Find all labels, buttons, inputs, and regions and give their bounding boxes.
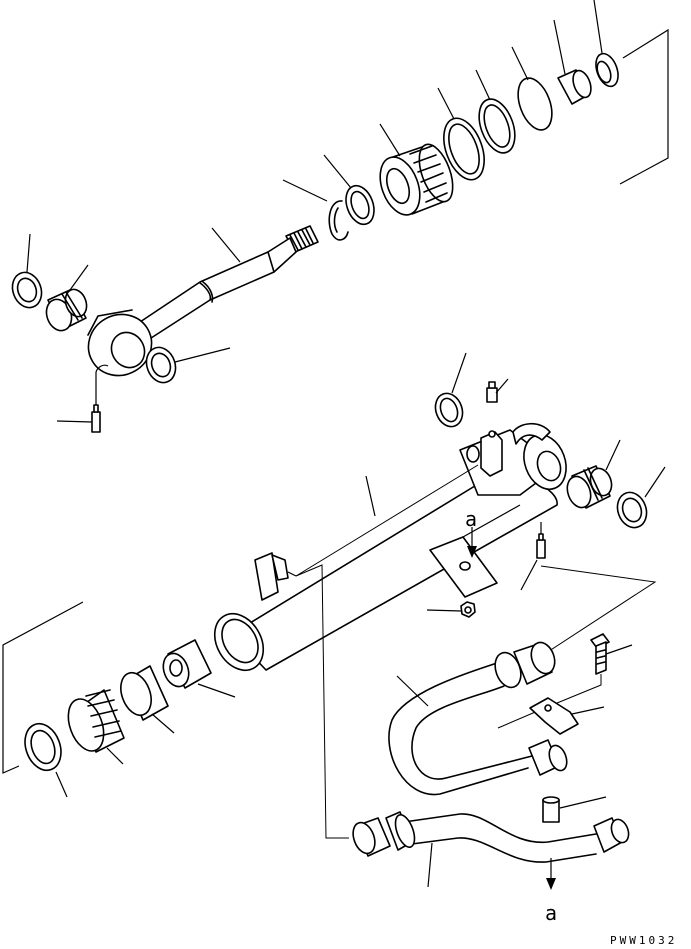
callout-letter-lower: a xyxy=(545,901,557,925)
group-bracket-left xyxy=(3,602,83,773)
callout-letter-upper: a xyxy=(465,507,477,531)
part-bushing-tube-top xyxy=(431,353,467,430)
group-line-fittings xyxy=(520,566,655,670)
part-backup-ring xyxy=(472,70,521,158)
part-plate-bracket xyxy=(430,505,520,597)
part-u-tube xyxy=(389,639,559,794)
part-dust-seal-rod-eye xyxy=(142,343,230,386)
part-tube-nut xyxy=(529,740,570,775)
part-wear-ring xyxy=(115,666,174,733)
part-packing-ring xyxy=(324,155,379,228)
part-nut xyxy=(427,602,475,617)
part-lower-tube xyxy=(349,812,631,890)
cylinder-assembly xyxy=(3,353,665,838)
part-o-ring-2 xyxy=(436,88,492,185)
part-dust-seal-tube-right xyxy=(613,467,665,532)
part-grease-fitting-rod xyxy=(57,365,108,432)
part-piston-rod xyxy=(77,226,318,387)
part-rod-head-gland xyxy=(373,124,460,220)
part-bushing-tube-right xyxy=(563,440,620,511)
rod-assembly xyxy=(8,0,668,432)
part-ring-top xyxy=(592,0,622,89)
part-spacer xyxy=(543,797,606,822)
drawing-code: PWW1032 xyxy=(610,934,677,947)
part-cylinder-tube xyxy=(205,424,573,679)
part-piston-nut xyxy=(159,640,235,697)
piston-assembly xyxy=(19,640,235,797)
part-o-ring-large xyxy=(512,47,559,135)
part-grease-fitting-top xyxy=(487,379,508,402)
part-grease-fitting-lower xyxy=(521,522,545,590)
part-piston xyxy=(62,690,124,764)
part-clamp xyxy=(530,698,604,734)
group-bracket-upper-right xyxy=(620,30,668,184)
part-bushing-left xyxy=(42,265,90,334)
part-snap-ring xyxy=(283,180,348,240)
part-dust-seal-left xyxy=(8,234,47,312)
part-bolt xyxy=(498,634,632,728)
part-sensor-fitting xyxy=(255,465,478,838)
piping-assembly xyxy=(349,634,632,890)
part-piston-seal xyxy=(19,719,67,797)
part-bushing-top xyxy=(554,20,594,104)
